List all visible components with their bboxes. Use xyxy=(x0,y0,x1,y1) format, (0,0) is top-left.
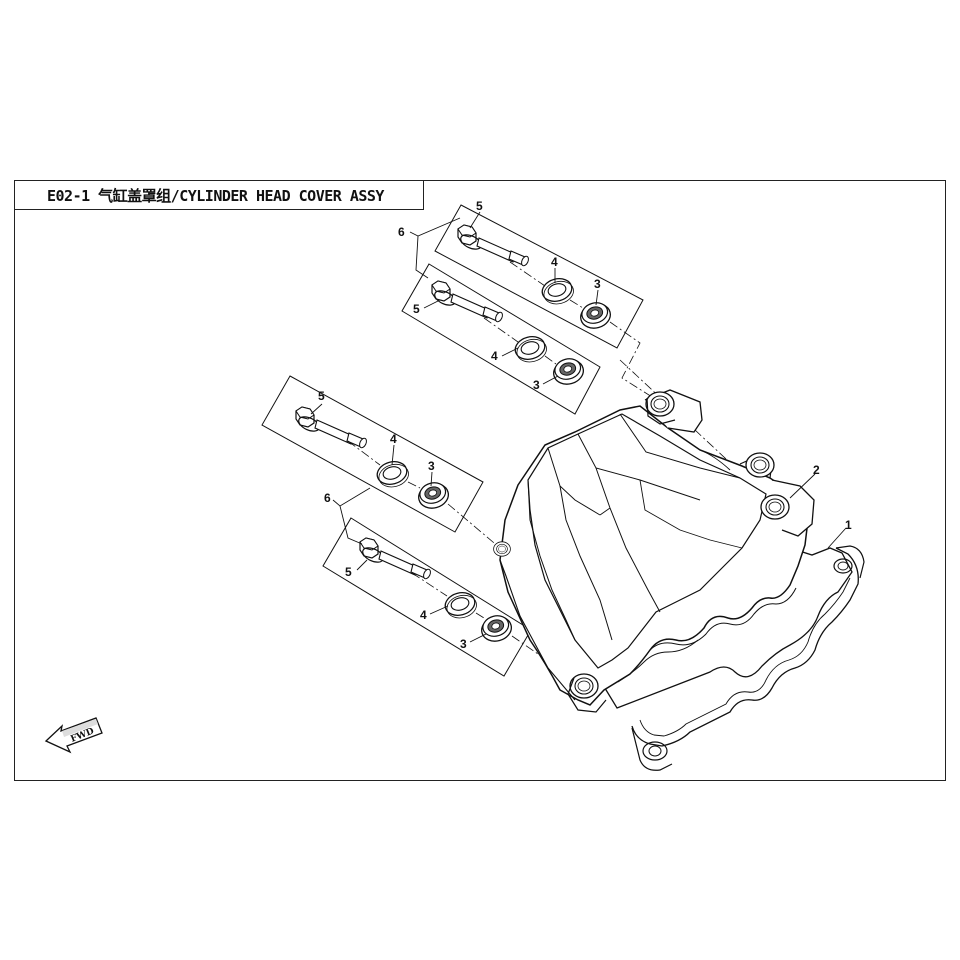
callout-3: 3 xyxy=(460,637,467,651)
washer xyxy=(374,457,412,491)
centerlines xyxy=(347,261,771,684)
washer xyxy=(512,332,550,366)
callout-6: 6 xyxy=(324,491,331,505)
callout-3: 3 xyxy=(428,459,435,473)
callout-6: 6 xyxy=(398,225,405,239)
callout-5: 5 xyxy=(476,199,483,213)
callout-2: 2 xyxy=(813,463,820,477)
cylinder-head-cover xyxy=(499,389,815,706)
callout-3: 3 xyxy=(533,378,540,392)
kit-box-2 xyxy=(401,263,601,415)
mounting-boss xyxy=(745,452,775,478)
bolt xyxy=(457,224,531,268)
grommet xyxy=(478,612,515,646)
kit-box-3 xyxy=(261,375,484,533)
washer xyxy=(539,274,577,308)
callout-5: 5 xyxy=(345,565,352,579)
bolt xyxy=(359,537,433,581)
mounting-boss xyxy=(493,541,511,557)
grommet xyxy=(577,299,614,333)
grommet xyxy=(415,479,452,513)
leader-lines xyxy=(310,211,847,643)
callout-4: 4 xyxy=(390,432,397,446)
callout-3: 3 xyxy=(594,277,601,291)
kit-box-1 xyxy=(434,204,644,349)
diagram-title: E02-1 气缸盖罩组/CYLINDER HEAD COVER ASSY xyxy=(47,186,384,205)
callout-4: 4 xyxy=(420,608,427,622)
mounting-boss xyxy=(569,673,599,699)
kit-box-4 xyxy=(322,517,532,677)
title-box: E02-1 气缸盖罩组/CYLINDER HEAD COVER ASSY xyxy=(14,180,424,210)
callout-4: 4 xyxy=(551,255,558,269)
boss-base xyxy=(567,397,676,713)
callout-1: 1 xyxy=(845,518,852,532)
grommet xyxy=(550,355,587,389)
mounting-boss xyxy=(645,391,675,417)
diagram-frame xyxy=(14,180,946,781)
fwd-arrow-icon: FWD xyxy=(44,717,103,754)
callout-5: 5 xyxy=(413,302,420,316)
callout-5: 5 xyxy=(318,389,325,403)
mounting-boss xyxy=(760,494,790,520)
callout-4: 4 xyxy=(491,349,498,363)
